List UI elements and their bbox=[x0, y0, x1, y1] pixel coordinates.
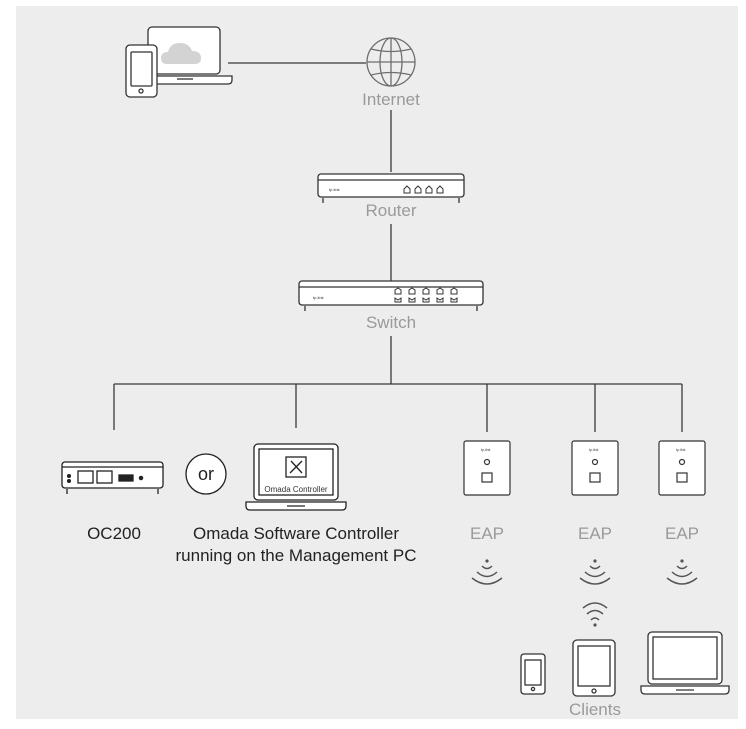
phone-icon bbox=[125, 44, 158, 98]
wifi-signal-icon bbox=[579, 559, 611, 585]
wifi-signal-icon bbox=[471, 559, 503, 585]
eap-label-3: EAP bbox=[664, 524, 700, 543]
management-laptop-icon bbox=[245, 443, 347, 511]
network-diagram bbox=[16, 6, 738, 719]
globe-icon bbox=[366, 37, 416, 87]
oc200-icon bbox=[61, 461, 164, 494]
cloud-icon bbox=[161, 43, 201, 64]
switch-brand-logo: tp-link bbox=[313, 295, 324, 300]
eap-brand-logo: tp-link bbox=[676, 448, 686, 452]
tools-icon bbox=[285, 456, 307, 478]
client-laptop-icon bbox=[640, 631, 730, 695]
eap-label-2: EAP bbox=[577, 524, 613, 543]
software-controller-label-line2: running on the Management PC bbox=[175, 546, 417, 565]
access-point-icon bbox=[658, 440, 706, 496]
eap-brand-logo: tp-link bbox=[481, 448, 491, 452]
connection-lines bbox=[113, 62, 683, 432]
switch-label: Switch bbox=[365, 313, 417, 332]
client-phone-icon bbox=[520, 653, 546, 695]
access-point-icon bbox=[463, 440, 511, 496]
router-icon bbox=[317, 173, 465, 203]
or-circle bbox=[185, 453, 227, 495]
or-label: or bbox=[197, 464, 214, 484]
software-controller-label-line1: Omada Software Controller bbox=[193, 524, 399, 543]
eap-label-1: EAP bbox=[469, 524, 505, 543]
clients-label: Clients bbox=[569, 700, 621, 719]
eap-brand-logo: tp-link bbox=[589, 448, 599, 452]
internet-label: Internet bbox=[362, 90, 420, 109]
router-label: Router bbox=[365, 201, 417, 220]
omada-controller-screen-label: Omada Controller bbox=[264, 485, 328, 494]
router-ports bbox=[403, 185, 444, 194]
client-wifi-signal-icon bbox=[582, 602, 608, 627]
router-brand-logo: tp-link bbox=[329, 187, 340, 192]
oc200-label: OC200 bbox=[87, 524, 141, 543]
access-point-icon bbox=[571, 440, 619, 496]
switch-ports bbox=[394, 287, 458, 303]
tablet-icon bbox=[572, 639, 616, 697]
wifi-signal-icon bbox=[666, 559, 698, 585]
switch-icon bbox=[298, 280, 484, 311]
